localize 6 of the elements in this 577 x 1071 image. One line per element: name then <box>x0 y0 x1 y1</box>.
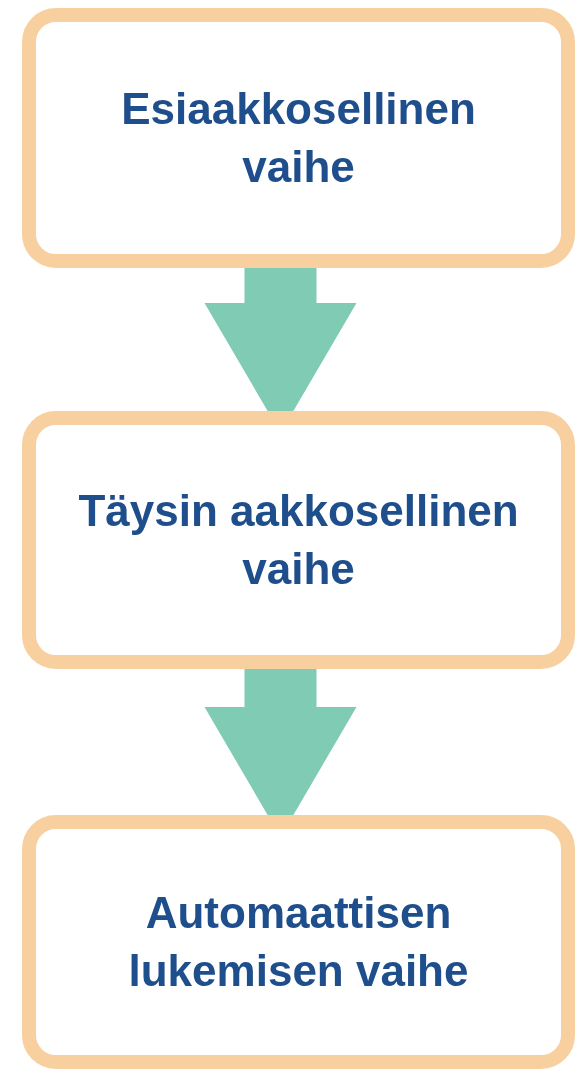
stage-box <box>22 8 575 268</box>
stage-label: Automaattisen lukemisen vaihe <box>127 887 470 997</box>
stage-label: Esiaakkosellinen vaihe <box>120 83 477 193</box>
stage-box <box>22 411 575 669</box>
stage-label: Täysin aakkosellinen vaihe <box>77 485 520 595</box>
stage-box <box>22 815 575 1069</box>
